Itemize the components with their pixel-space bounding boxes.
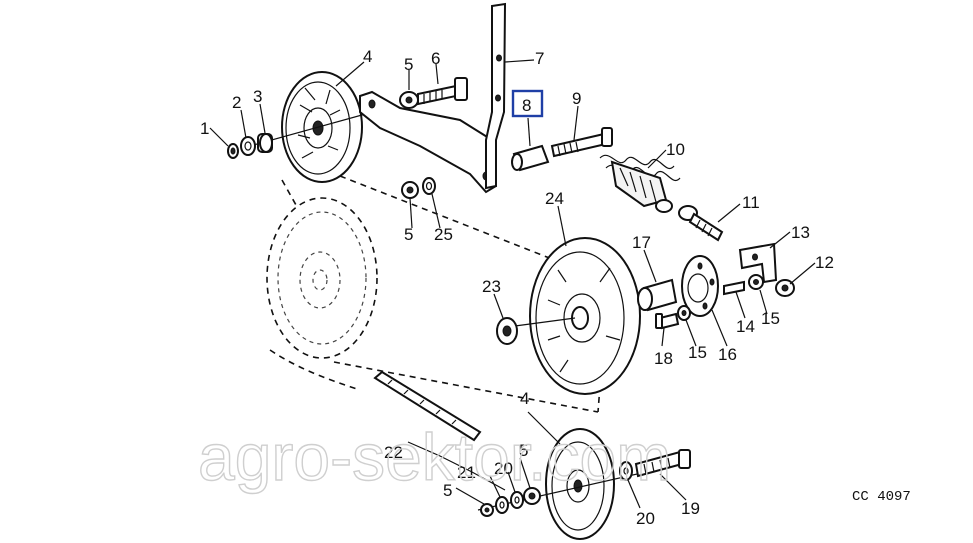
callout-13: 13 — [791, 223, 810, 242]
washer-2 — [240, 136, 256, 156]
callout-12: 12 — [815, 253, 834, 272]
sleeve-8 — [511, 144, 550, 172]
bolt-9 — [550, 127, 613, 158]
callout-20-left: 20 — [494, 459, 513, 478]
callout-17: 17 — [632, 233, 651, 252]
bolt-19 — [634, 449, 691, 478]
nut-5-lower-left — [480, 503, 494, 517]
callout-18: 18 — [654, 349, 673, 368]
callout-24: 24 — [545, 189, 564, 208]
callout-4-lower: 4 — [520, 389, 529, 408]
leader-lines — [209, 59, 816, 509]
callout-4-upper: 4 — [363, 47, 372, 66]
callout-6: 6 — [431, 49, 440, 68]
bolt-18 — [655, 312, 680, 330]
callout-11: 11 — [742, 193, 760, 212]
washer-20-right — [619, 461, 633, 481]
pulley-24 — [529, 237, 641, 395]
callout-5-middle: 5 — [404, 225, 413, 244]
nut-1 — [227, 143, 239, 159]
idler-pulley-lower — [545, 428, 615, 540]
callout-8: 8 — [522, 96, 531, 115]
hub-16 — [681, 255, 719, 317]
bolt-6 — [417, 77, 468, 106]
callout-5-lower-right: 5 — [519, 441, 528, 460]
highlight-box — [511, 89, 544, 118]
callout-9: 9 — [572, 89, 581, 108]
upright-plate-7 — [485, 2, 507, 190]
nut-15-right — [748, 274, 764, 290]
callout-2: 2 — [232, 93, 241, 112]
washer-21 — [495, 496, 509, 514]
callout-20-right: 20 — [636, 509, 655, 528]
nut-12 — [775, 279, 795, 297]
washer-23 — [496, 317, 518, 345]
callout-3: 3 — [253, 87, 262, 106]
bolt-14 — [723, 280, 745, 296]
callout-16: 16 — [718, 345, 737, 364]
belt-path-dashed — [269, 175, 601, 413]
callout-10: 10 — [666, 140, 685, 159]
nut-5-middle — [401, 181, 419, 199]
callout-14: 14 — [736, 317, 755, 336]
callout-1: 1 — [200, 119, 209, 138]
callout-15-middle: 15 — [688, 343, 707, 362]
washer-20-lower — [510, 491, 524, 509]
nut-5-lower-right — [523, 487, 541, 505]
callout-7: 7 — [535, 49, 544, 68]
drawing-code: CC 4097 — [852, 489, 911, 505]
tension-arm — [359, 90, 498, 194]
callout-21: 21 — [457, 463, 476, 482]
spring-10 — [599, 154, 681, 213]
nut-5-upper — [399, 91, 419, 109]
callout-5-lower-left: 5 — [443, 481, 452, 500]
idler-pulley-upper — [281, 71, 363, 183]
shaft-axis-middle — [514, 317, 576, 327]
callout-19: 19 — [681, 499, 700, 518]
callout-22: 22 — [384, 443, 403, 462]
washer-25 — [422, 177, 436, 195]
watermark: agro-sektor.com — [198, 420, 671, 494]
callout-25: 25 — [434, 225, 453, 244]
spacer-3 — [257, 133, 273, 153]
nut-15-lower — [677, 305, 691, 321]
callout-labels: 1 2 3 4 5 6 7 8 9 10 11 12 13 14 15 15 1… — [200, 47, 834, 528]
drive-pulley-dashed — [266, 197, 378, 359]
callout-23: 23 — [482, 277, 501, 296]
callout-5-upper: 5 — [404, 55, 413, 74]
eye-bolt-11 — [678, 205, 724, 242]
callout-15-right: 15 — [761, 309, 780, 328]
bushing-17 — [637, 278, 678, 312]
key-22 — [373, 370, 482, 442]
